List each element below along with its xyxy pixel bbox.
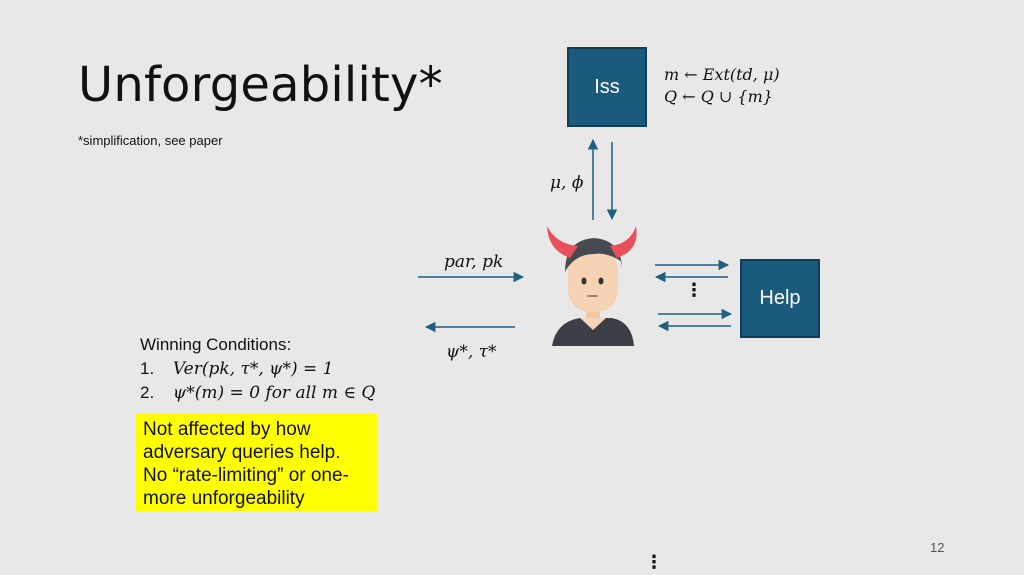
output-label: ψ*, τ* [446,342,497,362]
help-query-dots: ⋮ [685,280,703,300]
iss-label: Iss [594,75,620,98]
winning-condition-2: 2. ψ*(m) = 0 for all m ∈ Q [140,381,375,405]
winning-conditions: Winning Conditions: 1. Ver(pk, τ*, ψ*) =… [140,333,375,405]
bottom-dots: ⋮ [645,552,663,572]
note-line: more unforgeability [143,488,305,509]
iss-box: Iss [567,47,647,127]
note-line: Not affected by how [143,419,311,440]
iss-update-line-1: m ← Ext(td, μ) [664,65,780,84]
condition-text: ψ*(m) = 0 for all m ∈ Q [172,383,376,403]
note-line: adversary queries help. [143,442,341,463]
page-number: 12 [930,540,945,555]
help-label: Help [759,287,801,309]
help-box: Help [740,259,820,338]
winning-condition-1: 1. Ver(pk, τ*, ψ*) = 1 [140,357,375,381]
iss-update-equations: m ← Ext(td, μ) Q ← Q ∪ {m} [664,64,780,108]
highlight-note: Not affected by how adversary queries he… [136,413,377,511]
condition-number: 1. [140,359,155,378]
adversary-devil-icon [547,226,637,346]
winning-conditions-heading: Winning Conditions: [140,335,292,354]
condition-text: Ver(pk, τ*, ψ*) = 1 [172,359,334,379]
condition-number: 2. [140,383,155,402]
iss-query-label: μ, ϕ [550,173,584,193]
slide-title: Unforgeability* [78,57,443,113]
title-footnote: *simplification, see paper [78,133,223,148]
input-label: par, pk [444,252,504,272]
iss-update-line-2: Q ← Q ∪ {m} [664,87,773,106]
note-line: No “rate-limiting” or one- [143,465,349,486]
